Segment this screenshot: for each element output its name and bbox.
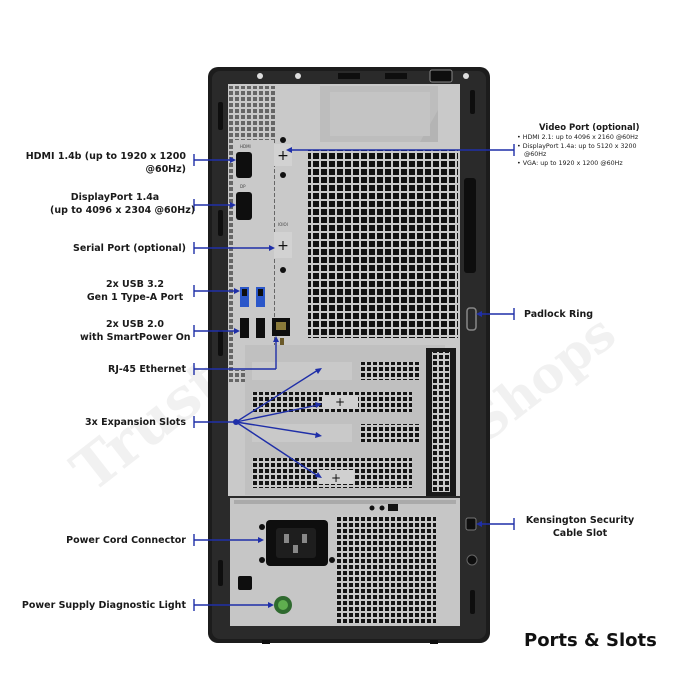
label-kensington-line1: Kensington Security [525,515,635,526]
label-usb32-line2: Gen 1 Type-A Port [86,292,184,303]
svg-text:HDMI: HDMI [240,144,251,149]
label-power-cord: Power Cord Connector [66,535,186,546]
video-spec-text: DisplayPort 1.4a: up to 5120 x 3200 [522,142,637,150]
label-video-port-title: Video Port (optional) [539,123,640,133]
label-kensington: Kensington Security Cable Slot [520,514,640,540]
caption-title: Ports & Slots [524,630,657,651]
label-kensington-line2: Cable Slot [552,528,608,539]
svg-text:+: + [331,471,341,485]
video-spec-text: HDMI 2.1: up to 4096 x 2160 @60Hz [522,134,639,141]
svg-text:IOIOI: IOIOI [278,222,288,227]
video-spec-list: • HDMI 2.1: up to 4096 x 2160 @60Hz • Di… [517,134,638,168]
label-displayport-line1: DisplayPort 1.4a [70,192,160,203]
svg-text:+: + [277,148,289,164]
callout-arrows [193,144,515,611]
label-hdmi-line2: @60Hz) [145,164,186,175]
svg-text:DP: DP [240,184,246,189]
label-usb32: 2x USB 3.2 Gen 1 Type-A Port [80,278,190,304]
label-expansion: 3x Expansion Slots [85,417,186,428]
label-usb20-line1: 2x USB 2.0 [106,319,164,330]
label-hdmi-line1: HDMI 1.4b (up to 1920 x 1200 [25,151,186,162]
video-spec-item: @60Hz [517,151,638,160]
label-padlock: Padlock Ring [524,309,594,320]
svg-text:+: + [277,238,289,254]
label-rj45: RJ-45 Ethernet [108,364,186,375]
video-spec-text: VGA: up to 1920 x 1200 @60Hz [522,159,623,167]
label-serial: Serial Port (optional) [73,243,186,254]
video-spec-item: • VGA: up to 1920 x 1200 @60Hz [517,159,623,167]
label-psu-light: Power Supply Diagnostic Light [21,600,186,611]
expansion-slot-group: + + [252,348,456,496]
label-usb20-line2: with SmartPower On [80,332,191,343]
label-displayport: DisplayPort 1.4a (up to 4096 x 2304 @60H… [50,191,196,217]
video-spec-item: • DisplayPort 1.4a: up to 5120 x 3200 [517,142,637,150]
label-usb20: 2x USB 2.0 with SmartPower On [80,318,191,344]
label-usb32-line1: 2x USB 3.2 [106,279,164,290]
video-spec-text: @60Hz [524,151,547,158]
svg-text:+: + [335,395,345,409]
label-displayport-line2: (up to 4096 x 2304 @60Hz) [50,205,196,216]
label-hdmi: HDMI 1.4b (up to 1920 x 1200 @60Hz) [26,150,186,176]
video-spec-item: • HDMI 2.1: up to 4096 x 2160 @60Hz [517,134,639,141]
